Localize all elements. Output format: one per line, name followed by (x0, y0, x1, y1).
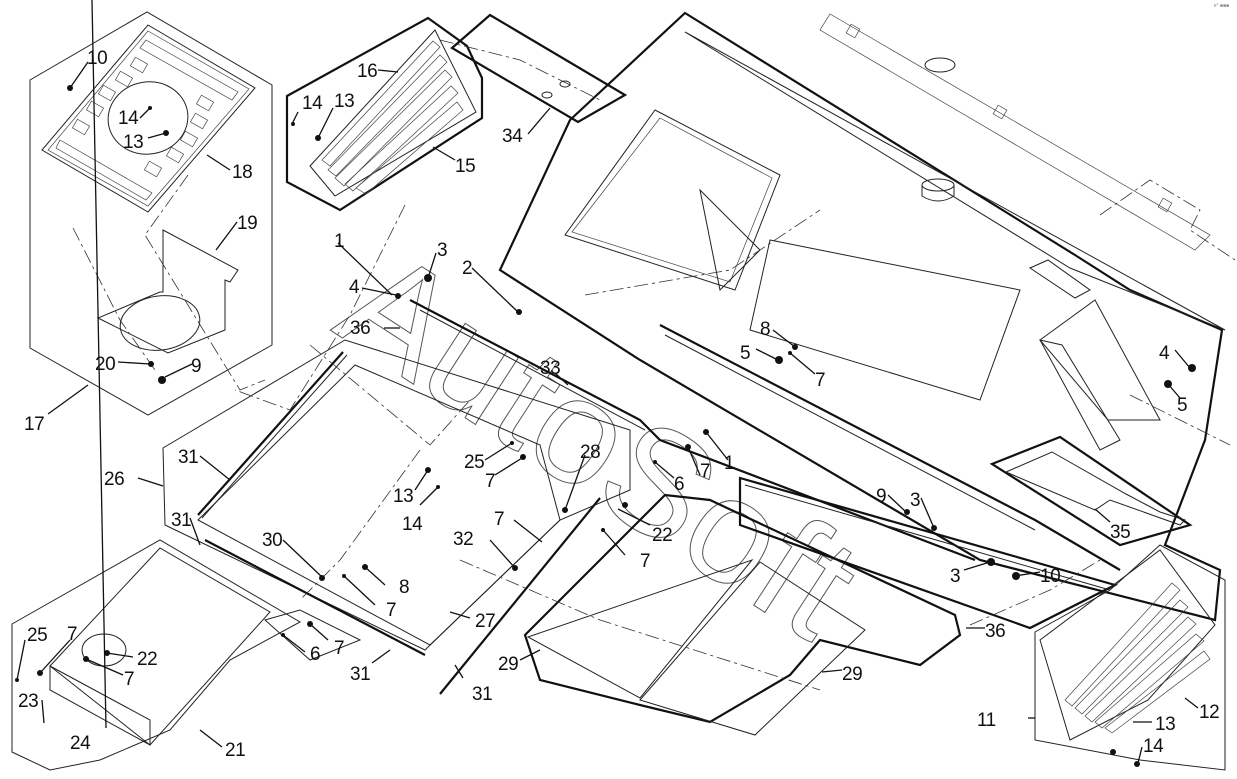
callout-6: 6 (310, 644, 320, 665)
callout-21: 21 (225, 740, 245, 761)
callout-33: 33 (540, 358, 560, 379)
callout-4: 4 (349, 277, 360, 298)
main-housing (409, 11, 1236, 622)
panel-36 (738, 476, 1119, 630)
callout-16: 16 (357, 61, 377, 82)
corner-stamp: e° ■■■ (1213, 3, 1229, 9)
assembly-11 (1034, 544, 1226, 771)
callout-23: 23 (18, 691, 38, 712)
callout-19: 19 (237, 213, 257, 234)
leader-lines (15, 0, 1199, 767)
callout-17: 17 (24, 414, 44, 435)
assembly-21 (11, 539, 362, 771)
callout-29: 29 (842, 664, 862, 685)
panel-35 (989, 435, 1193, 547)
callout-25: 25 (27, 625, 47, 646)
callout-7: 7 (494, 509, 504, 530)
callout-4: 4 (1159, 343, 1170, 364)
callout-12: 12 (1199, 702, 1219, 723)
callout-24: 24 (70, 733, 91, 754)
callout-14: 14 (402, 514, 423, 535)
callout-18: 18 (232, 162, 252, 183)
callout-20: 20 (95, 354, 115, 375)
callout-7: 7 (700, 461, 710, 482)
callout-7: 7 (815, 370, 825, 391)
callout-7: 7 (485, 471, 495, 492)
callout-9: 9 (191, 356, 201, 377)
callout-3: 3 (950, 566, 960, 587)
callout-10: 10 (87, 48, 107, 69)
callout-5: 5 (1177, 395, 1187, 416)
callout-10: 10 (1040, 566, 1060, 587)
callout-3: 3 (437, 240, 447, 261)
callout-7: 7 (67, 624, 77, 645)
callout-36: 36 (985, 621, 1005, 642)
assembly-17-outline (29, 11, 273, 416)
callout-6: 6 (674, 474, 684, 495)
callout-3: 3 (910, 490, 920, 511)
callout-13: 13 (1155, 714, 1175, 735)
callout-9: 9 (876, 486, 886, 507)
callout-31: 31 (178, 447, 198, 468)
callout-7: 7 (124, 669, 134, 690)
panels-29 (439, 493, 962, 736)
vent-panel-15 (285, 16, 484, 212)
callout-31: 31 (350, 664, 370, 685)
callout-14: 14 (1143, 736, 1164, 757)
callout-28: 28 (580, 442, 600, 463)
callout-31: 31 (171, 510, 191, 531)
callout-2: 2 (462, 258, 472, 279)
callout-27: 27 (475, 611, 495, 632)
callout-15: 15 (455, 156, 475, 177)
callout-31: 31 (472, 684, 492, 705)
callout-8: 8 (760, 319, 770, 340)
callout-8: 8 (399, 577, 409, 598)
callout-29: 29 (498, 654, 518, 675)
callout-32: 32 (453, 529, 473, 550)
callout-11: 11 (977, 710, 996, 731)
callout-30: 30 (262, 530, 282, 551)
callout-22: 22 (137, 649, 157, 670)
connector-lines (234, 204, 1231, 691)
callout-25: 25 (464, 452, 484, 473)
callout-13: 13 (123, 132, 143, 153)
callout-7: 7 (386, 600, 396, 621)
callout-5: 5 (740, 343, 750, 364)
callout-35: 35 (1110, 522, 1130, 543)
callout-7: 7 (640, 551, 650, 572)
panel-34 (450, 13, 628, 124)
callout-7: 7 (334, 638, 344, 659)
callout-36: 36 (350, 318, 370, 339)
callout-22: 22 (652, 525, 672, 546)
callout-14: 14 (302, 93, 323, 114)
callout-34: 34 (502, 126, 523, 147)
callout-labels: 10 14 13 18 19 20 9 17 16 14 13 15 34 1 … (18, 48, 1220, 761)
callout-13: 13 (334, 91, 354, 112)
callout-14: 14 (118, 108, 139, 129)
callout-1: 1 (724, 453, 734, 474)
callout-26: 26 (104, 469, 124, 490)
callout-1: 1 (334, 231, 344, 252)
callout-13: 13 (393, 486, 413, 507)
